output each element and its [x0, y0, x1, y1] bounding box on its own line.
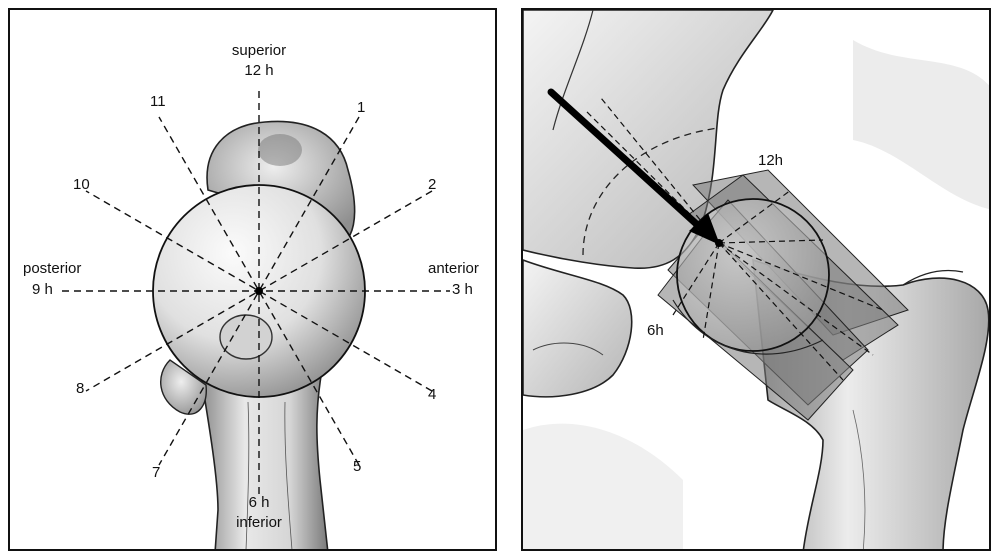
label-6h-right: 6h: [647, 323, 664, 338]
label-inferior: inferior: [204, 515, 314, 530]
label-clock-10: 10: [73, 177, 90, 192]
label-clock-5: 5: [353, 459, 361, 474]
label-12h: 12 h: [204, 63, 314, 78]
label-clock-1: 1: [357, 100, 365, 115]
hip-radial-planes-illustration: [523, 10, 991, 551]
panel-femoral-head-clock-face: superior 12 h posterior 9 h anterior 3 h…: [8, 8, 497, 551]
label-3h: 3 h: [452, 282, 473, 297]
label-clock-8: 8: [76, 381, 84, 396]
label-9h: 9 h: [32, 282, 53, 297]
label-superior: superior: [204, 43, 314, 58]
panel-hip-radial-planes: 12h 6h: [521, 8, 991, 551]
label-clock-11: 11: [150, 94, 166, 109]
clock-center-point: [255, 287, 263, 295]
label-clock-7: 7: [152, 465, 160, 480]
fovea-capitis: [220, 315, 272, 359]
label-clock-4: 4: [428, 387, 436, 402]
femoral-head-clock-illustration: [10, 10, 497, 551]
label-clock-2: 2: [428, 177, 436, 192]
label-posterior: posterior: [23, 261, 81, 276]
label-6h: 6 h: [204, 495, 314, 510]
label-12h-right: 12h: [758, 153, 783, 168]
radial-center-point: [715, 239, 723, 247]
label-anterior: anterior: [428, 261, 479, 276]
ischium: [523, 260, 632, 397]
